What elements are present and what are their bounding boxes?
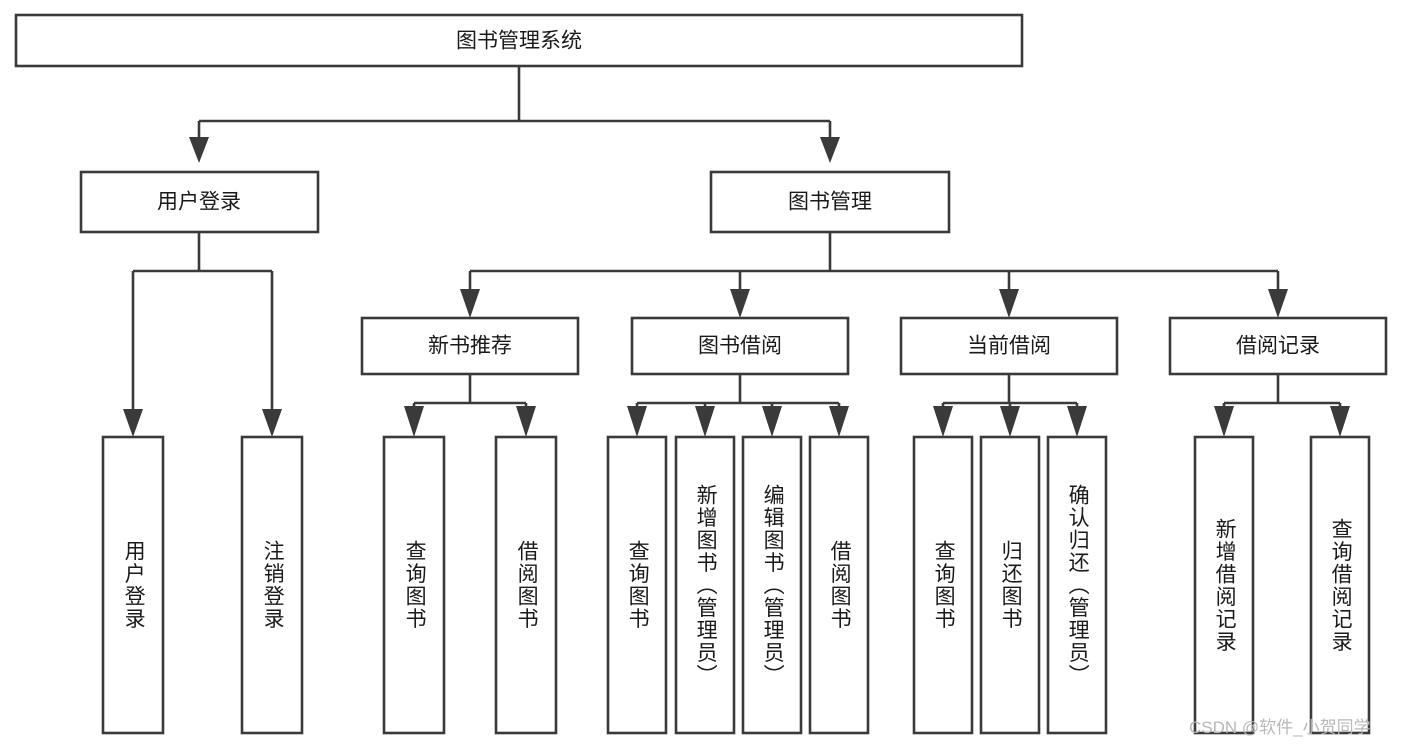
node-leaf-borrow-2-box[interactable] bbox=[674, 435, 736, 735]
node-level3-borrow-box[interactable] bbox=[630, 316, 850, 376]
node-leaf-current-1-box[interactable] bbox=[912, 435, 974, 735]
node-level3-records-label: 借阅记录 bbox=[1236, 335, 1320, 358]
node-level2-user-login-label: 用户登录 bbox=[157, 191, 241, 214]
node-level3-new-book-label: 新书推荐 bbox=[428, 335, 512, 358]
node-leaf-records-1-box[interactable] bbox=[1193, 435, 1255, 735]
node-leaf-current-3-box[interactable] bbox=[1046, 435, 1108, 735]
connector-group-borrow bbox=[627, 374, 849, 437]
node-root-label: 图书管理系统 bbox=[456, 30, 582, 53]
arrow-head-book-child-2 bbox=[730, 289, 750, 318]
arrow-head-records-leaf-1 bbox=[1214, 406, 1234, 437]
node-level3-records-box[interactable] bbox=[1168, 316, 1388, 376]
arrow-head-borrow-leaf-3 bbox=[762, 406, 782, 437]
node-leaf-records-2-box[interactable] bbox=[1309, 435, 1371, 735]
arrow-head-book-child-4 bbox=[1268, 289, 1288, 318]
node-leaf-current-2-box[interactable] bbox=[979, 435, 1041, 735]
arrow-head-book-child-3 bbox=[999, 289, 1019, 318]
node-leaf-borrow-4-box[interactable] bbox=[808, 435, 870, 735]
arrow-head-book-child-1 bbox=[460, 289, 480, 318]
node-level2-book-manage-label: 图书管理 bbox=[788, 191, 872, 214]
arrow-head-newbook-leaf-2 bbox=[516, 406, 536, 437]
connector-group-root bbox=[189, 66, 840, 163]
connector-group-records bbox=[1214, 374, 1350, 437]
node-leaf-user-login-2-box[interactable] bbox=[240, 435, 304, 735]
connector-group-current bbox=[933, 374, 1087, 437]
arrow-head-borrow-leaf-2 bbox=[695, 406, 715, 437]
arrow-head-newbook-leaf-1 bbox=[404, 406, 424, 437]
watermark-label: CSDN @软件_小贺同学 bbox=[1189, 718, 1371, 737]
arrow-head-root-to-book bbox=[820, 137, 840, 163]
node-level3-borrow-label: 图书借阅 bbox=[698, 335, 782, 358]
connector-group-new-book bbox=[404, 374, 536, 437]
arrow-head-records-leaf-2 bbox=[1330, 406, 1350, 437]
node-level2-book-manage-box[interactable] bbox=[709, 170, 951, 234]
node-level3-new-book-box[interactable] bbox=[360, 316, 580, 376]
arrow-head-current-leaf-1 bbox=[933, 406, 953, 437]
node-level3-current-box[interactable] bbox=[899, 316, 1119, 376]
arrow-head-borrow-leaf-1 bbox=[627, 406, 647, 437]
connector-group-book-manage bbox=[460, 232, 1288, 318]
node-level2-user-login-box[interactable] bbox=[79, 170, 320, 234]
arrow-head-current-leaf-3 bbox=[1067, 406, 1087, 437]
node-level3-current-label: 当前借阅 bbox=[967, 335, 1051, 358]
arrow-head-borrow-leaf-4 bbox=[829, 406, 849, 437]
node-leaf-new-book-1-box[interactable] bbox=[382, 435, 446, 735]
node-leaf-user-login-1-box[interactable] bbox=[101, 435, 165, 735]
node-leaf-new-book-2-box[interactable] bbox=[494, 435, 558, 735]
node-leaf-borrow-1-box[interactable] bbox=[606, 435, 668, 735]
arrow-head-user-leaf-1 bbox=[123, 409, 143, 437]
connector-group-user-login bbox=[123, 232, 282, 437]
arrow-head-current-leaf-2 bbox=[1000, 406, 1020, 437]
node-leaf-borrow-3-box[interactable] bbox=[741, 435, 803, 735]
node-root-box[interactable] bbox=[14, 13, 1024, 68]
arrow-head-user-leaf-2 bbox=[262, 409, 282, 437]
arrow-head-root-to-user bbox=[189, 137, 209, 163]
